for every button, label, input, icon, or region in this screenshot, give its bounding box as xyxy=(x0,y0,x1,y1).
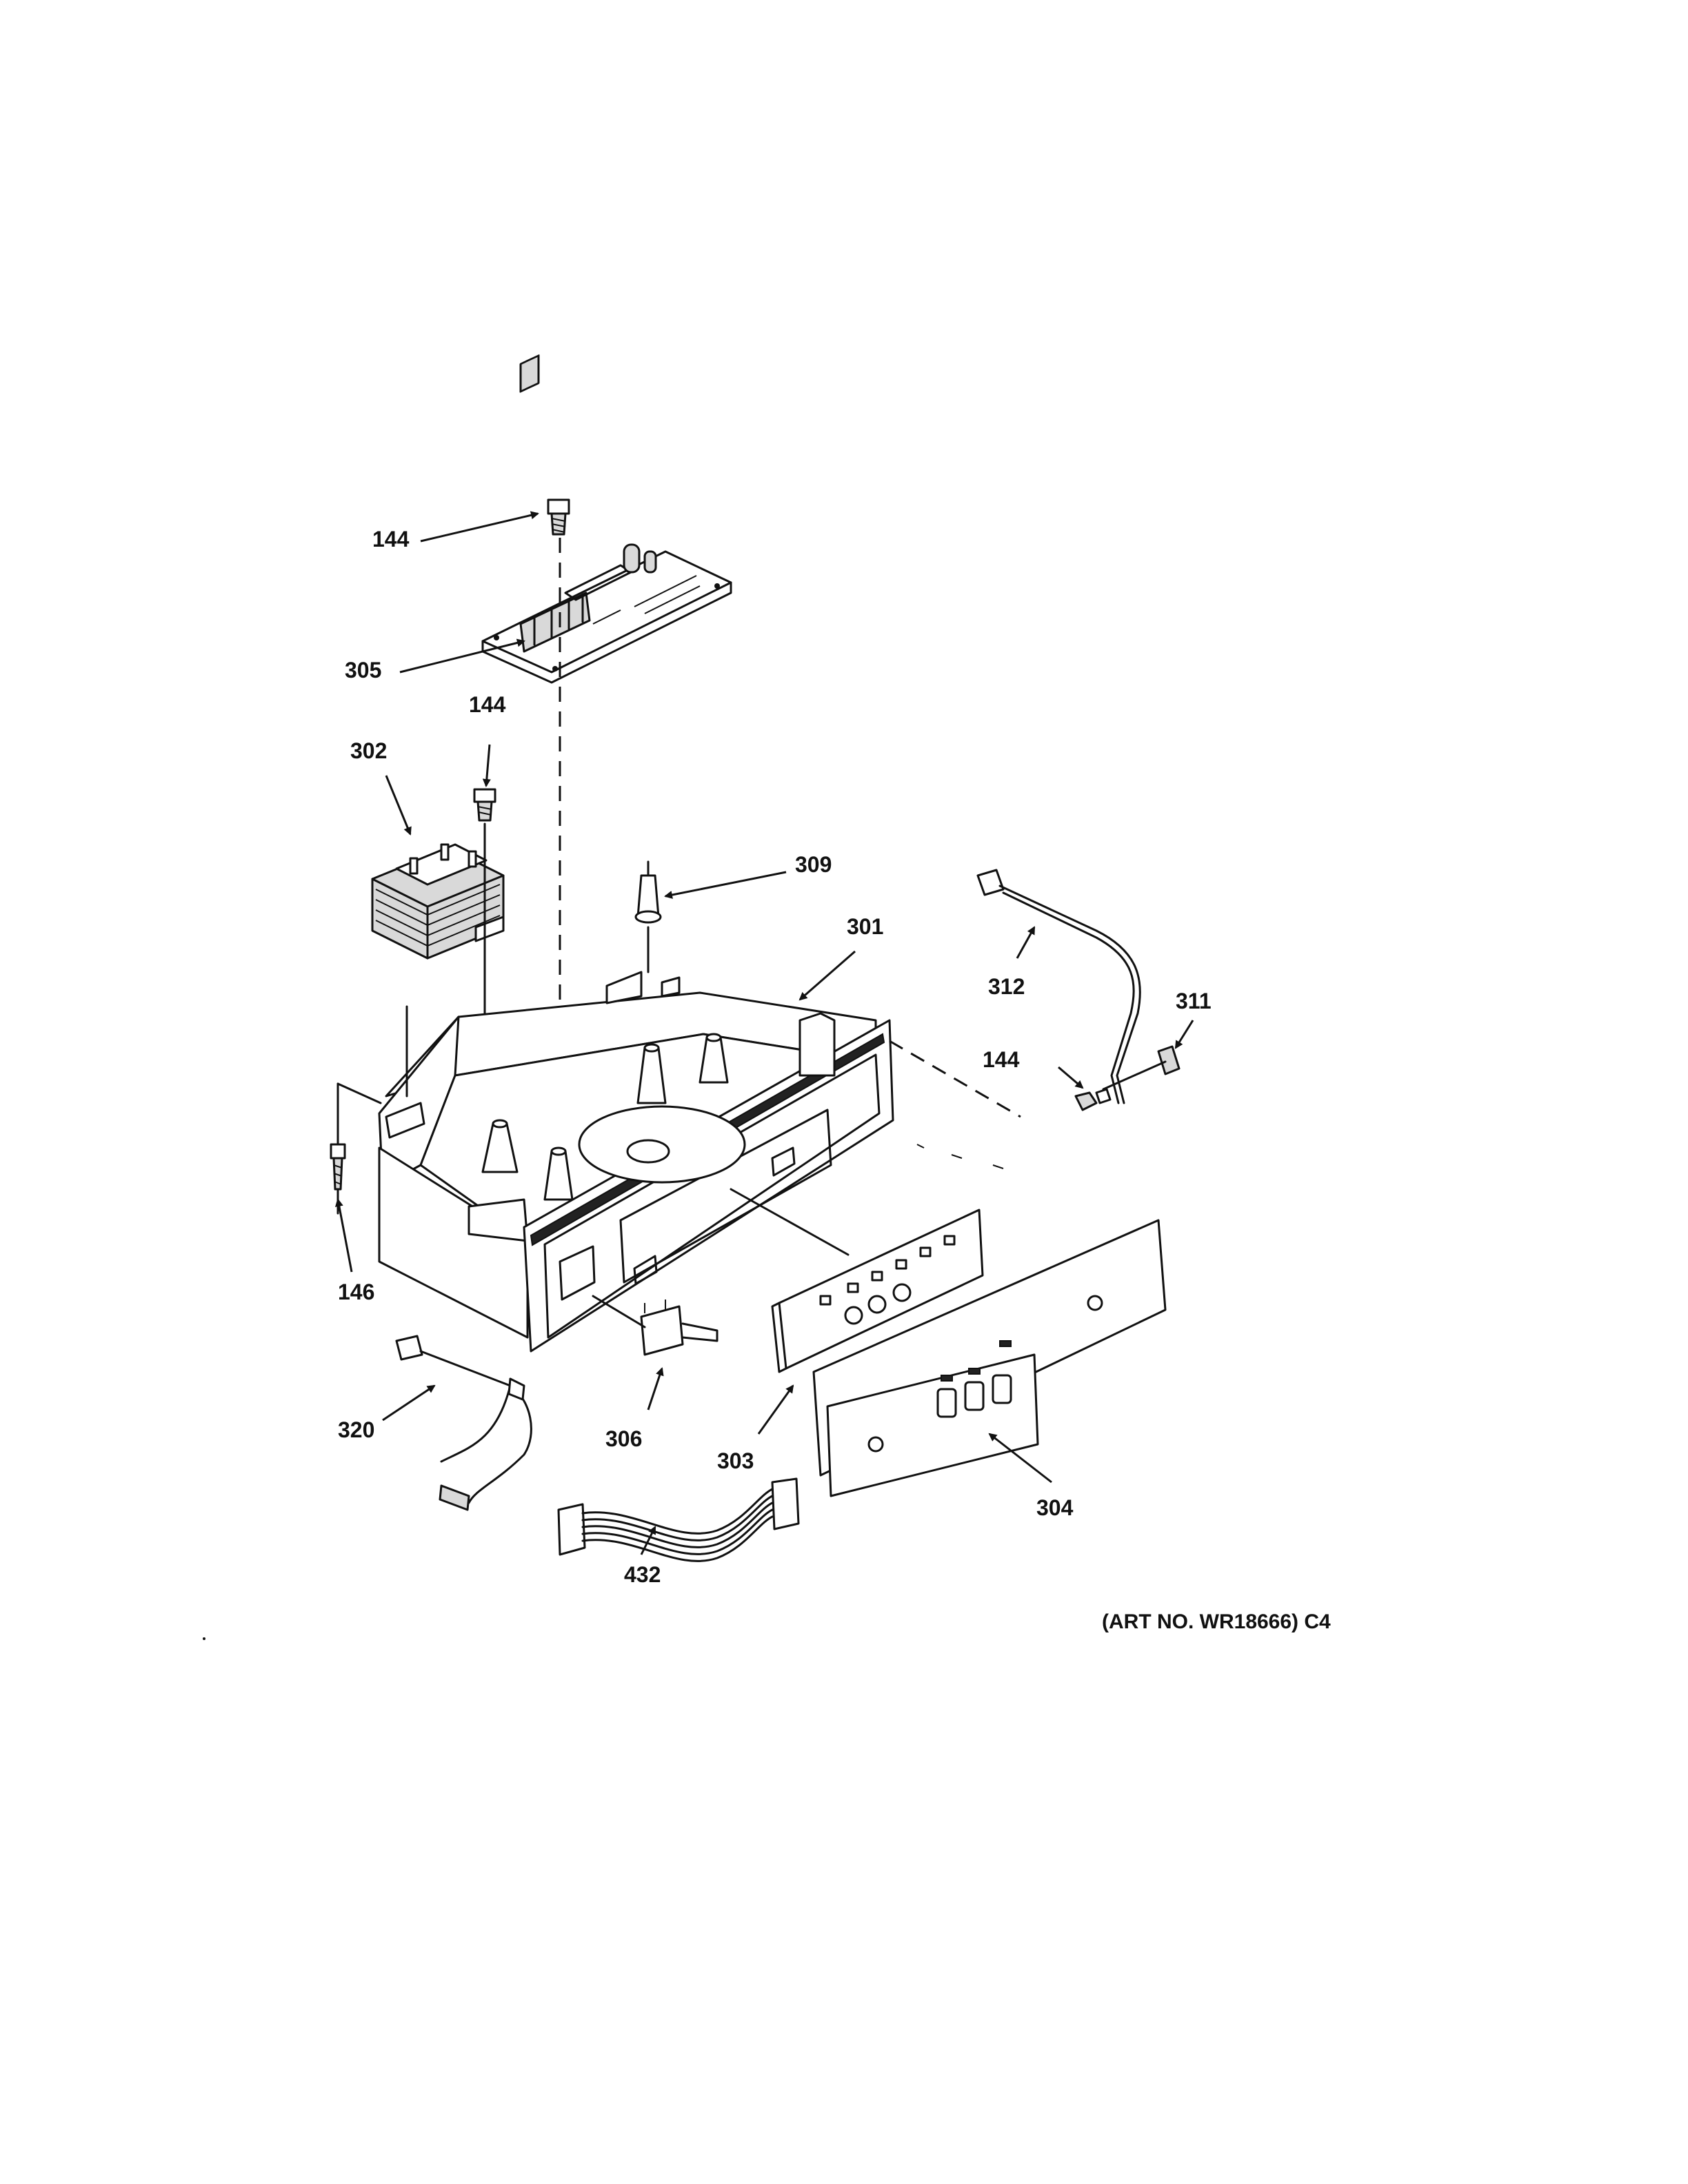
screw-icon xyxy=(1074,1088,1112,1111)
callout-144-mid: 144 xyxy=(469,692,506,717)
callout-146: 146 xyxy=(338,1280,374,1304)
callout-311: 311 xyxy=(1176,989,1212,1013)
callout-301: 301 xyxy=(847,914,883,939)
callout-320: 320 xyxy=(338,1417,374,1442)
callout-144-right: 144 xyxy=(983,1047,1020,1072)
callout-432: 432 xyxy=(624,1562,661,1587)
wire-harness-icon xyxy=(557,1477,800,1562)
bracket-icon xyxy=(634,860,662,973)
art-number: (ART NO. WR18666) C4 xyxy=(1102,1610,1331,1633)
overlay-panel-icon xyxy=(826,1340,1039,1497)
callout-144-top: 144 xyxy=(372,527,410,552)
callout-304: 304 xyxy=(1036,1495,1074,1520)
thermistor-icon xyxy=(1102,1045,1180,1091)
screw-icon xyxy=(330,1143,346,1191)
wire-harness-icon xyxy=(395,1335,532,1511)
callout-306: 306 xyxy=(605,1426,642,1451)
callout-303: 303 xyxy=(717,1448,754,1473)
callout-309: 309 xyxy=(795,852,832,877)
screw-icon xyxy=(547,498,570,536)
callout-305: 305 xyxy=(345,658,381,682)
callout-312: 312 xyxy=(988,974,1025,999)
leader-lines xyxy=(334,511,1194,1555)
screw-icon xyxy=(473,788,496,822)
transformer-icon xyxy=(371,843,505,960)
control-housing-icon xyxy=(378,971,894,1353)
circuit-board-icon xyxy=(481,354,732,684)
callout-302: 302 xyxy=(350,738,387,763)
dispenser-board-icon xyxy=(730,1188,984,1373)
wire-harness-icon xyxy=(976,869,1141,1104)
switch-icon xyxy=(592,1295,719,1356)
